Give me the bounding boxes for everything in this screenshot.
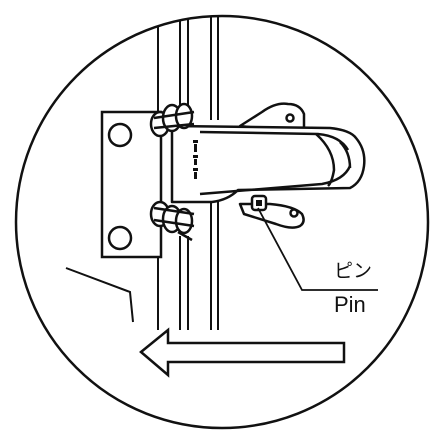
left-arrow-icon: [139, 327, 346, 378]
mounting-hole-bottom: [107, 225, 133, 251]
mounting-hole-top: [107, 122, 133, 148]
edge-line: [65, 267, 134, 323]
pin-label-english: Pin: [334, 292, 366, 317]
pin-label-japanese: ピン: [334, 260, 373, 282]
latch-lever: [170, 124, 366, 204]
hinge-coil-top: [149, 102, 195, 138]
pin-callout-leader: [257, 207, 378, 291]
detail-circle-frame: [14, 14, 430, 430]
hinge-coil-bottom: [149, 200, 195, 242]
base-plate: [100, 110, 163, 259]
pin-part: [250, 194, 268, 212]
lever-marking: [193, 140, 198, 179]
drawing-group: [65, 16, 366, 378]
